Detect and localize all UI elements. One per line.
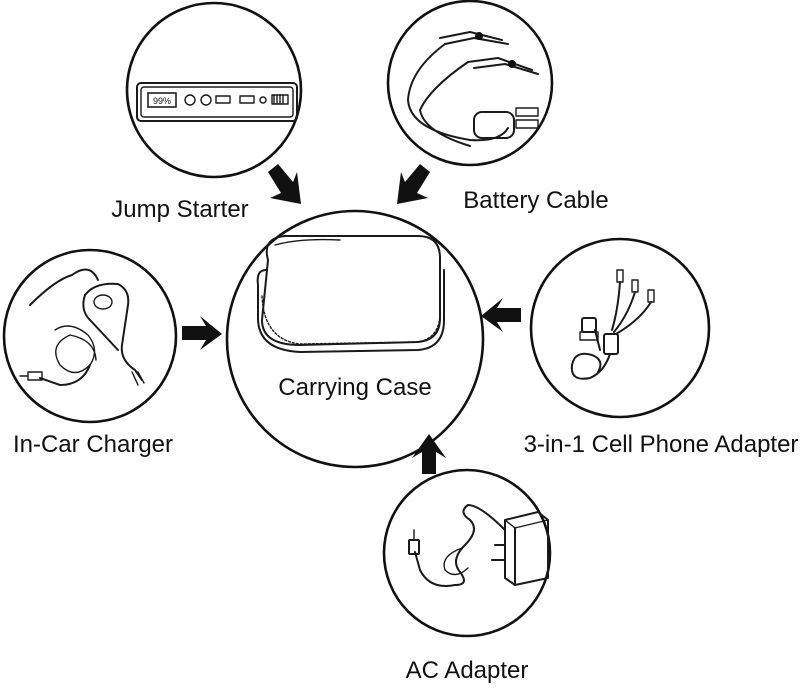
center-circle xyxy=(225,209,485,469)
item-battery-cable: Battery Cable xyxy=(386,0,609,214)
cell-phone-adapter-icon xyxy=(570,269,655,380)
item-in-car-charger: In-Car Charger xyxy=(2,248,178,458)
arrow-from-cell-phone-adapter xyxy=(481,298,521,332)
ac-adapter-label: AC Adapter xyxy=(406,657,529,684)
center-node: Carrying Case xyxy=(225,209,485,469)
carrying-case-icon xyxy=(256,235,445,353)
ac-adapter-icon xyxy=(408,504,549,587)
arrow-from-battery-cable xyxy=(397,164,430,204)
battery-cable-label: Battery Cable xyxy=(463,187,608,214)
item-jump-starter: 99% Jump Starter xyxy=(111,1,303,223)
battery-percent-display: 99% xyxy=(153,96,171,106)
item-cell-phone-adapter: 3-in-1 Cell Phone Adapter xyxy=(524,237,799,458)
jump-starter-icon xyxy=(136,82,298,122)
center-label: Carrying Case xyxy=(278,374,431,401)
arrow-from-in-car-charger xyxy=(182,316,222,350)
cell-phone-adapter-label: 3-in-1 Cell Phone Adapter xyxy=(524,431,799,458)
jump-starter-label: Jump Starter xyxy=(111,196,248,223)
ac-adapter-circle xyxy=(382,468,552,638)
item-ac-adapter: AC Adapter xyxy=(382,468,552,684)
in-car-charger-icon xyxy=(19,268,145,386)
arrow-from-jump-starter xyxy=(268,164,301,204)
jump-starter-circle xyxy=(125,1,303,179)
cell-phone-adapter-circle xyxy=(529,237,711,419)
arrow-from-ac-adapter xyxy=(412,434,446,474)
battery-cable-circle xyxy=(386,0,554,167)
in-car-charger-label: In-Car Charger xyxy=(13,431,173,458)
in-car-charger-circle xyxy=(2,248,178,424)
battery-cable-icon xyxy=(407,31,539,147)
